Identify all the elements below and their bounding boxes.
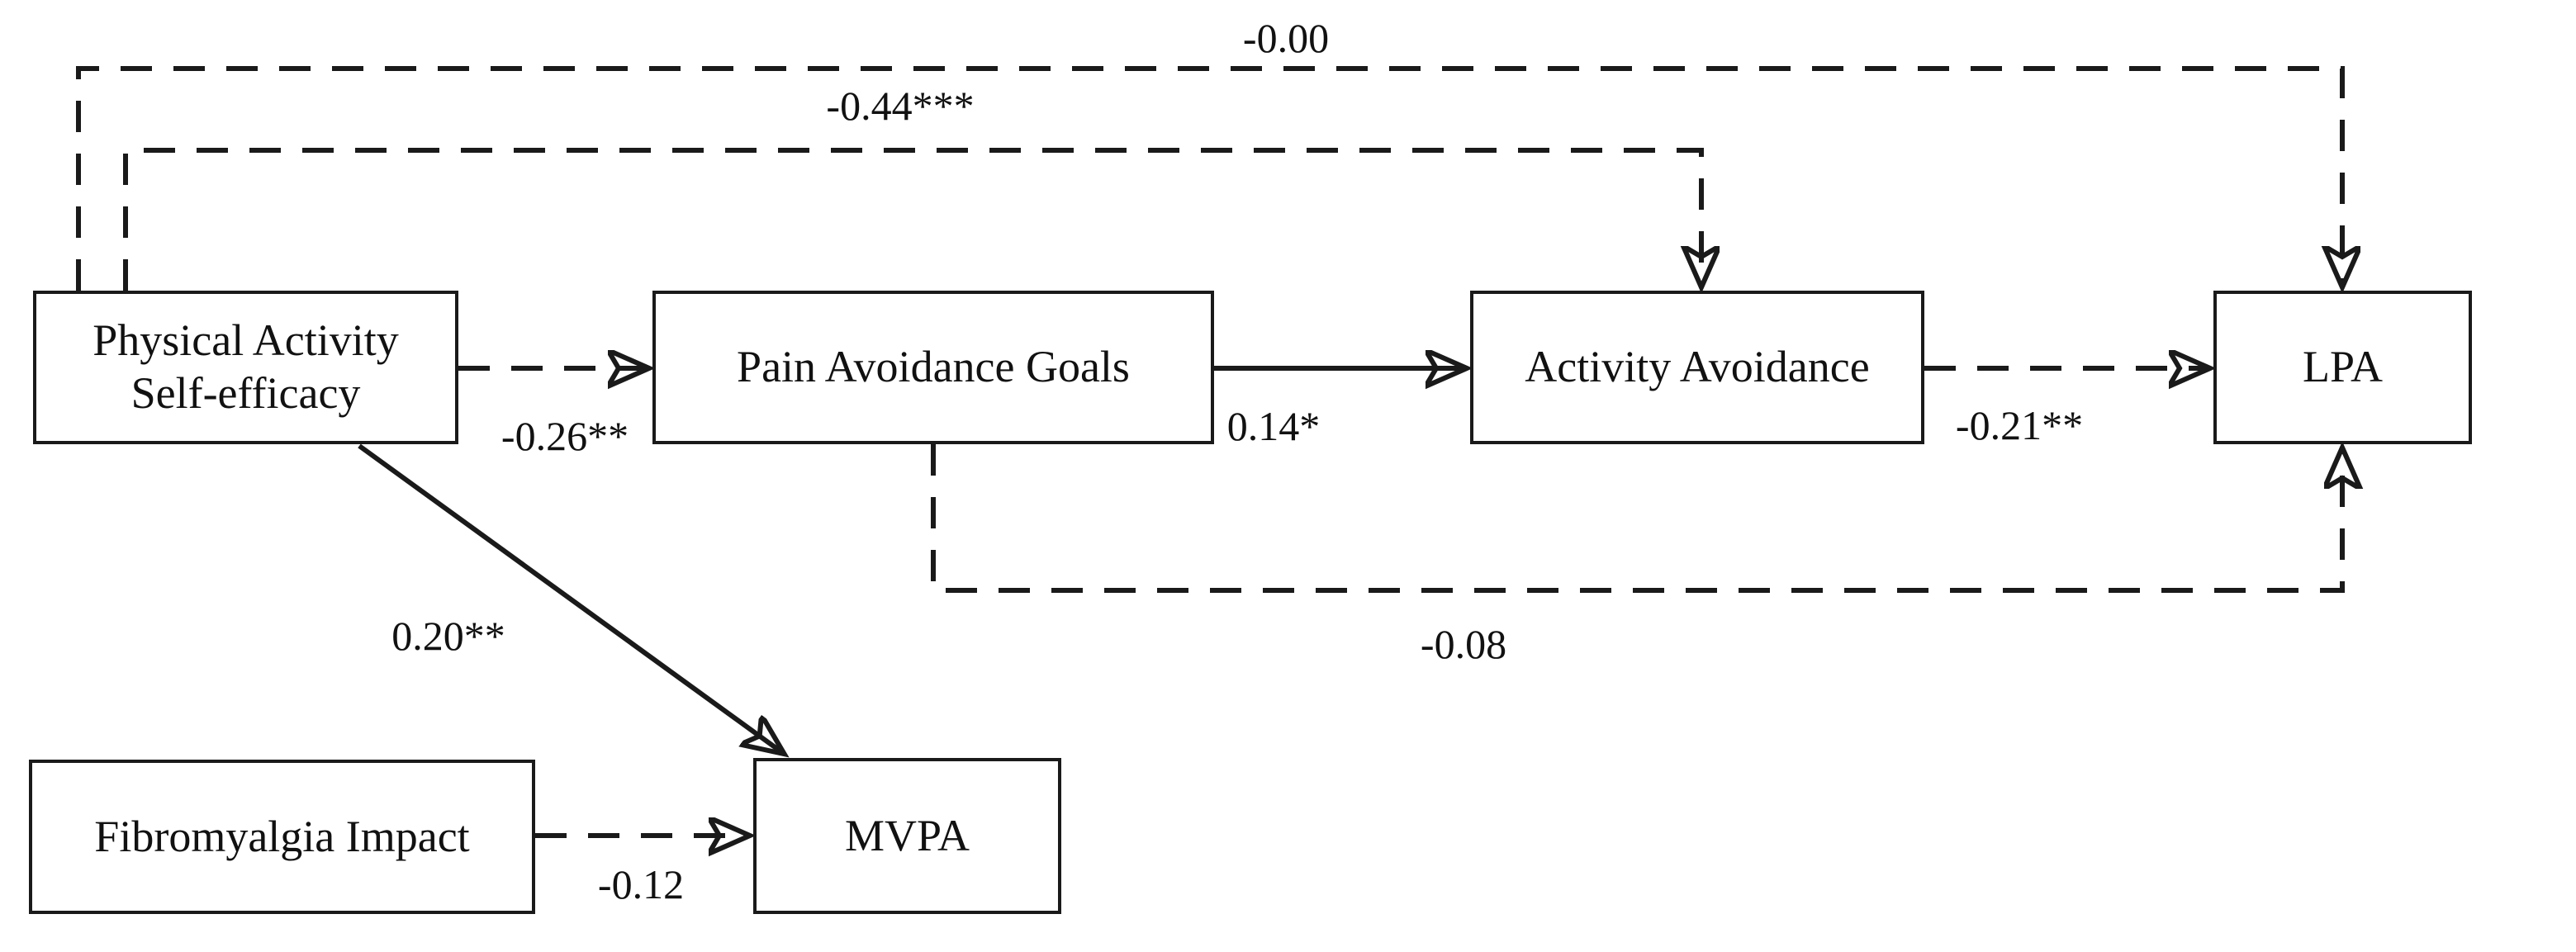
coefficient-pase-to-pain-avoidance-goals: -0.26**: [500, 413, 629, 459]
node-label-line1: Physical Activity: [93, 315, 399, 366]
coefficient-pase-to-mvpa: 0.20**: [391, 613, 505, 659]
arrow-pase-to-lpa-direct: [76, 66, 2342, 291]
coefficient-pain-avoidance-goals-to-lpa: -0.08: [1420, 621, 1507, 667]
node-activity-avoidance: Activity Avoidance: [1470, 291, 1924, 444]
node-mvpa: MVPA: [753, 758, 1061, 914]
coefficient-pase-to-lpa-direct: -0.00: [1242, 15, 1330, 61]
node-label: MVPA: [844, 810, 970, 860]
node-fibromyalgia-impact: Fibromyalgia Impact: [29, 760, 535, 914]
coefficient-fibromyalgia-impact-to-mvpa: -0.12: [597, 861, 685, 907]
coefficient-pain-avoidance-goals-to-activity-avoidance: 0.14*: [1226, 403, 1321, 449]
node-label: Fibromyalgia Impact: [94, 811, 470, 861]
node-label: LPA: [2302, 342, 2384, 392]
node-pain-avoidance-goals: Pain Avoidance Goals: [652, 291, 1214, 444]
node-label: Activity Avoidance: [1525, 342, 1870, 392]
node-physical-activity-self-efficacy: Physical Activity Self-efficacy: [33, 291, 458, 444]
arrow-pase-to-activity-avoidance: [123, 148, 1701, 291]
arrow-pase-to-mvpa: [358, 443, 783, 753]
coefficient-activity-avoidance-to-lpa: -0.21**: [1955, 402, 2084, 448]
node-label-line2: Self-efficacy: [130, 368, 361, 418]
node-label: Pain Avoidance Goals: [737, 342, 1130, 392]
arrow-pain-avoidance-goals-to-lpa: [931, 444, 2342, 593]
coefficient-pase-to-activity-avoidance: -0.44***: [826, 83, 975, 129]
node-lpa: LPA: [2213, 291, 2472, 444]
